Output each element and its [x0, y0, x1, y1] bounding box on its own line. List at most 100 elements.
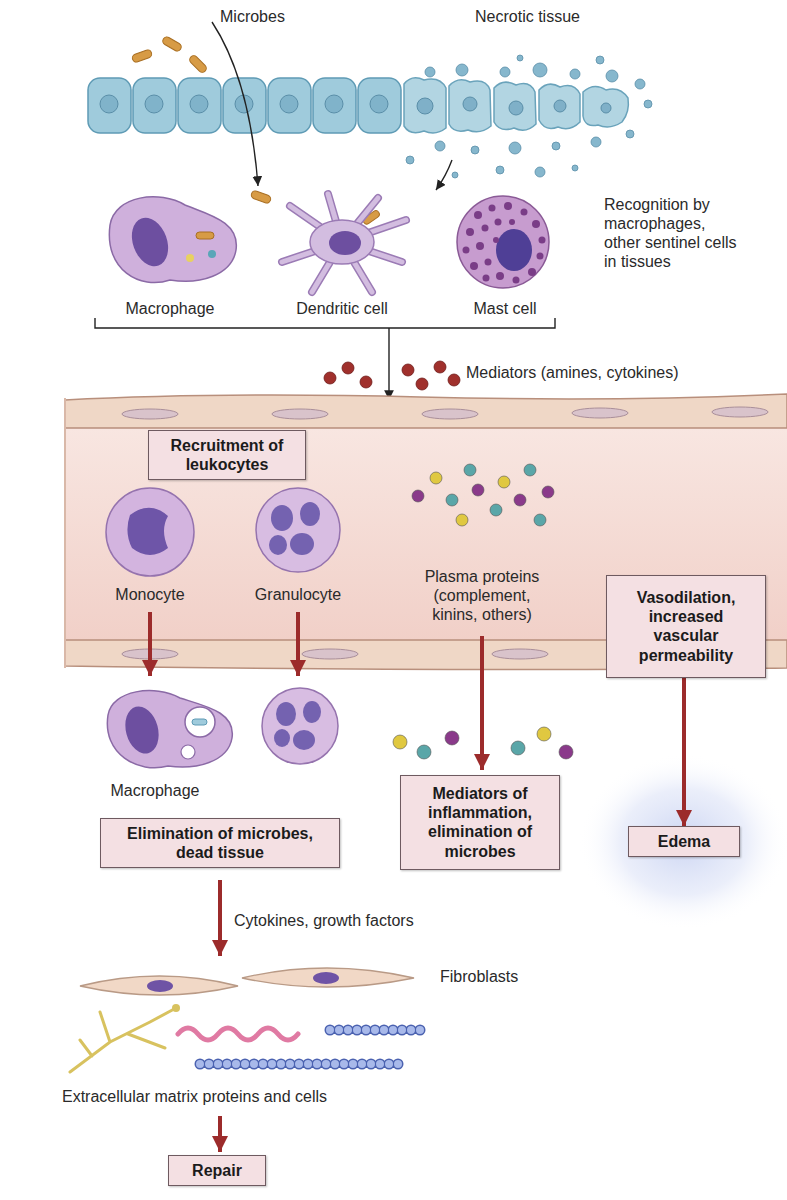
plasma-protein: [412, 490, 424, 502]
mast-cell: [476, 242, 484, 250]
necrotic-cell: [539, 84, 580, 129]
microbe: [188, 54, 208, 74]
granulocyte-cell: [293, 730, 315, 750]
epithelium: [88, 55, 652, 178]
cell-debris: [435, 141, 445, 151]
macrophage-cell: [181, 745, 195, 759]
cell-debris: [606, 70, 618, 82]
fibroblast-cell: [80, 976, 238, 995]
necrotic-nucleus: [509, 101, 523, 115]
plasma-protein: [472, 484, 484, 496]
necrotic-cell: [583, 86, 628, 126]
macrophage-cell: [185, 707, 215, 737]
process-box: Elimination of microbes, dead tissue: [100, 818, 340, 868]
necrotic-nucleus: [417, 97, 611, 115]
mediator-dot: [324, 372, 336, 384]
cell-debris: [456, 64, 468, 76]
mast-cell: [470, 262, 478, 270]
plasma-protein: [542, 486, 554, 498]
outcome-box: Repair: [168, 1155, 266, 1186]
cell-label: Granulocyte: [238, 586, 358, 605]
matrix-fiber: [70, 1004, 424, 1072]
monocyte-cell: [106, 488, 194, 576]
necrotic-nucleus: [601, 103, 611, 113]
healthy-cell: [88, 78, 401, 133]
plasma-protein: [456, 514, 468, 526]
matrix-fiber: [200, 1059, 400, 1070]
fibroblast-cell: [313, 972, 339, 984]
process-box: Vasodilation, increased vascular permeab…: [606, 575, 766, 678]
plasma-protein: [534, 514, 546, 526]
blood-vessel: [492, 649, 548, 659]
dendritic-cell: [282, 194, 406, 292]
granulocyte-cell: [274, 729, 290, 747]
cell-debris: [406, 55, 652, 178]
note-label: Recognition by macrophages, other sentin…: [604, 196, 744, 272]
blood-vessel: [712, 407, 768, 417]
part-label: Cytokines, growth factors: [234, 912, 494, 931]
mast-cell: [513, 277, 520, 284]
mediator-dot: [445, 731, 459, 745]
mediator-dot: [434, 361, 446, 373]
mast-cell: [532, 220, 540, 228]
granulocyte-cell: [256, 488, 340, 572]
cell-debris: [533, 63, 547, 77]
necrotic-nucleus: [554, 100, 566, 112]
macrophage-cell: [107, 691, 232, 768]
cell-nucleus: [370, 95, 388, 113]
necrotic-cell: [404, 78, 446, 133]
matrix-fiber: [178, 1028, 298, 1040]
necrotic-nucleus: [463, 97, 477, 111]
microbe: [161, 36, 182, 53]
matrix-fiber: [330, 1025, 424, 1036]
dendritic-cell: [282, 194, 406, 292]
mediator-dot: [417, 745, 431, 759]
flow-arrow: [296, 612, 300, 676]
recognition-arrow: [212, 22, 452, 190]
cell-debris: [496, 166, 504, 174]
cell-nucleus: [280, 95, 298, 113]
mediator-dot: [360, 376, 372, 388]
mast-cell: [504, 202, 512, 210]
mast-cell: [539, 237, 546, 244]
microbe: [250, 190, 272, 204]
macrophage-cell: [208, 250, 216, 258]
healthy-cell: [88, 78, 131, 133]
cell-debris: [596, 56, 604, 64]
cell-debris: [572, 165, 578, 171]
granulocyte-cell: [262, 688, 338, 764]
granulocyte-cell: [303, 701, 321, 723]
recognition-arrow: [212, 22, 258, 186]
blood-vessel: [302, 649, 358, 659]
matrix-fiber: [70, 1008, 176, 1072]
cell-debris: [452, 172, 458, 178]
plasma-protein: [524, 464, 536, 476]
mediator-dot: [448, 374, 460, 386]
blood-vessel: [122, 409, 178, 419]
mast-cell: [537, 253, 544, 260]
cell-debris: [471, 146, 479, 154]
mediator-dot: [342, 362, 354, 374]
mast-cell: [493, 237, 499, 243]
box-text: Elimination of microbes, dead tissue: [109, 824, 331, 862]
fibroblast-cell: [242, 968, 414, 987]
mediator-dot: [416, 378, 428, 390]
granulocyte-cell: [274, 701, 321, 750]
granulocyte-cell: [256, 488, 340, 572]
macrophage-cell: [192, 719, 207, 725]
healthy-cell: [133, 78, 176, 133]
dendritic-cell: [310, 220, 374, 264]
mast-cell: [457, 196, 549, 288]
mediator-dot: [393, 735, 407, 749]
recognition-arrow: [436, 160, 452, 190]
blood-vessel: [65, 394, 787, 428]
cell-debris: [626, 130, 634, 138]
mast-cell: [463, 247, 470, 254]
cell-debris: [635, 79, 645, 89]
cell-debris: [509, 142, 521, 154]
flow-arrow: [148, 612, 152, 676]
box-text: Repair: [177, 1161, 257, 1180]
macrophage-cell: [109, 197, 236, 283]
mast-cell: [496, 272, 504, 280]
mast-cell: [496, 229, 532, 271]
